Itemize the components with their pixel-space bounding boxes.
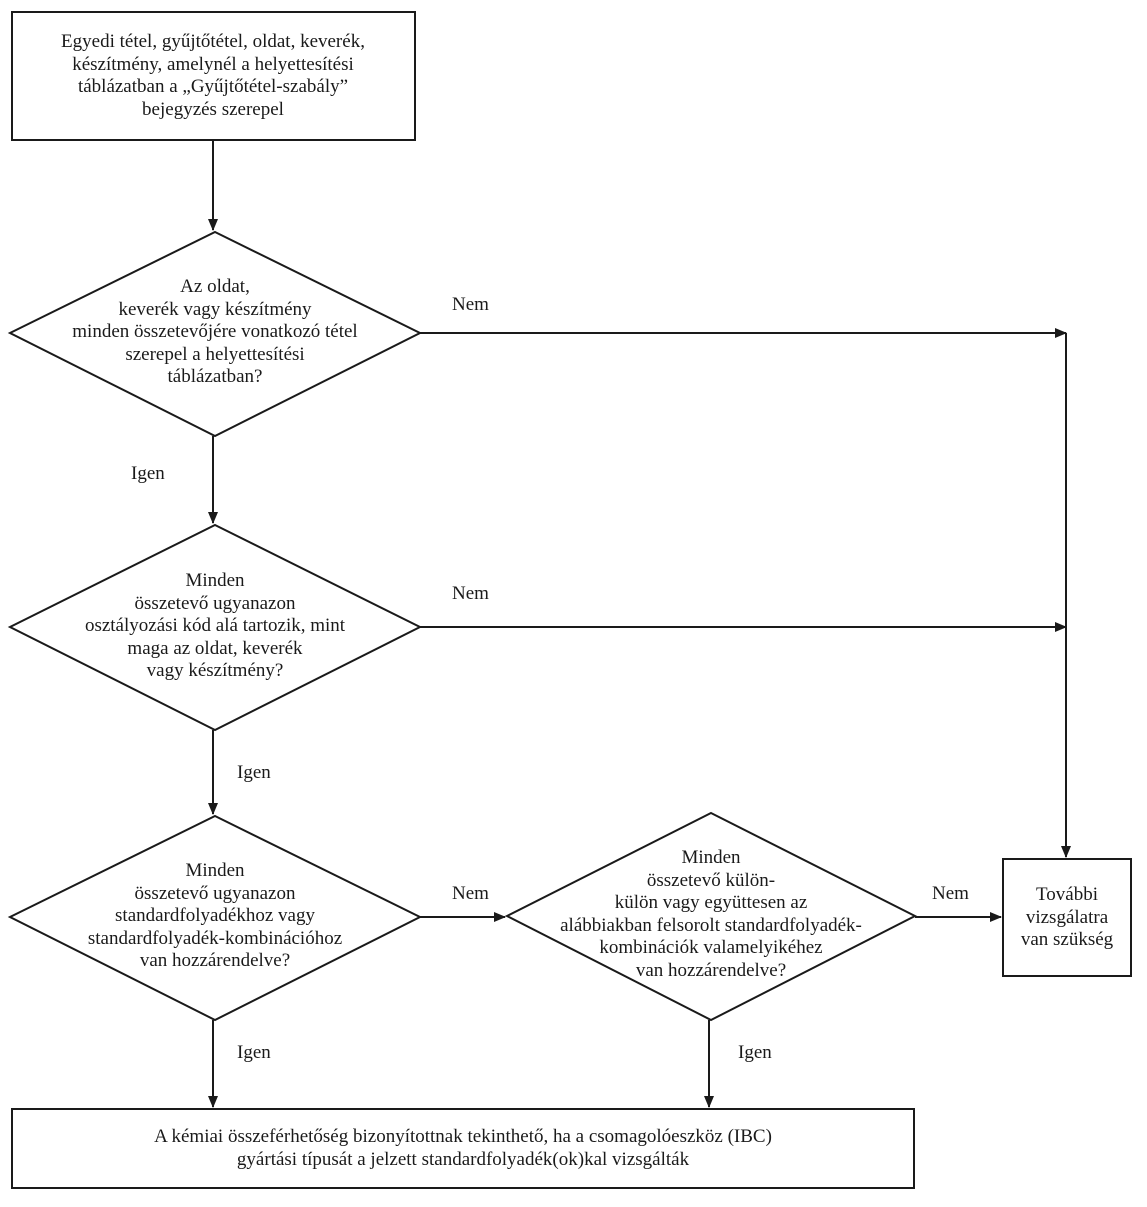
decision-2-line: Minden xyxy=(185,570,245,591)
decision-1-text: Az oldat, keverék vagy készítmény minden… xyxy=(72,276,357,389)
start-line: táblázatban a „Gyűjtőtétel-szabály” xyxy=(77,76,349,97)
decision-3-text: Minden összetevő ugyanazon standardfolya… xyxy=(88,860,342,973)
edge-label-d1-no: Nem xyxy=(452,294,489,315)
decision-3-line: standardfolyadék-kombinációhoz xyxy=(87,927,343,949)
decision-1-line: keverék vagy készítmény xyxy=(118,298,312,320)
start-box-text: Egyedi tétel, gyűjtőtétel, oldat, keveré… xyxy=(61,31,365,121)
result-line: gyártási típusát a jelzett standardfolya… xyxy=(236,1148,690,1170)
further-line: vizsgálatra xyxy=(1025,906,1109,928)
decision-3-line: összetevő ugyanazon xyxy=(134,882,296,904)
result-line: A kémiai összeférhetőség bizonyítottnak … xyxy=(154,1126,772,1147)
decision-4-line: Minden xyxy=(681,847,741,868)
edge-label-d3-yes: Igen xyxy=(237,1042,271,1063)
decision-1-line: minden összetevőjére vonatkozó tétel xyxy=(72,321,358,342)
decision-1-line: Az oldat, xyxy=(180,276,250,297)
start-box xyxy=(11,11,416,141)
edge-label-d2-yes: Igen xyxy=(237,762,271,783)
decision-1-line: szerepel a helyettesítési xyxy=(125,343,305,365)
decision-4-text: Minden összetevő külön- külön vagy együt… xyxy=(560,847,862,982)
decision-4-line: kombinációk valamelyikéhez xyxy=(599,937,823,958)
result-text: A kémiai összeférhetőség bizonyítottnak … xyxy=(154,1126,772,1171)
decision-2-line: maga az oldat, keverék xyxy=(127,637,303,659)
decision-2-line: vagy készítmény? xyxy=(146,660,284,681)
edge-label-d4-no: Nem xyxy=(932,883,969,904)
decision-4-line: külön vagy együttesen az xyxy=(614,892,808,913)
further-investigation-box xyxy=(1002,858,1132,977)
decision-2-diamond xyxy=(7,523,423,732)
edge-label-d3-no: Nem xyxy=(452,883,489,904)
start-line: készítmény, amelynél a helyettesítési xyxy=(72,53,354,75)
decision-3-line: standardfolyadékhoz vagy xyxy=(115,905,315,926)
decision-4-diamond xyxy=(504,811,918,1022)
further-line: van szükség xyxy=(1020,929,1114,950)
decision-3-diamond xyxy=(7,814,423,1022)
edge-label-d1-yes: Igen xyxy=(131,463,165,484)
decision-2-line: osztályozási kód alá tartozik, mint xyxy=(84,615,346,636)
edge-label-d2-no: Nem xyxy=(452,583,489,604)
decision-3-line: Minden xyxy=(185,860,245,881)
decision-4-line: van hozzárendelve? xyxy=(635,959,787,981)
decision-4-line: összetevő külön- xyxy=(646,869,776,891)
edge-label-d4-yes: Igen xyxy=(738,1042,772,1063)
decision-1-line: táblázatban? xyxy=(167,366,263,387)
further-line: További xyxy=(1036,884,1098,905)
decision-1-diamond xyxy=(7,230,423,438)
further-investigation-text: További vizsgálatra van szükség xyxy=(1021,884,1113,952)
start-line: bejegyzés szerepel xyxy=(142,98,284,120)
decision-2-line: összetevő ugyanazon xyxy=(134,592,296,614)
decision-4-line: alábbiakban felsorolt standardfolyadék- xyxy=(560,914,862,936)
start-line: Egyedi tétel, gyűjtőtétel, oldat, keveré… xyxy=(61,31,365,52)
decision-2-text: Minden összetevő ugyanazon osztályozási … xyxy=(85,570,345,683)
decision-3-line: van hozzárendelve? xyxy=(139,950,291,971)
result-box xyxy=(11,1108,915,1189)
